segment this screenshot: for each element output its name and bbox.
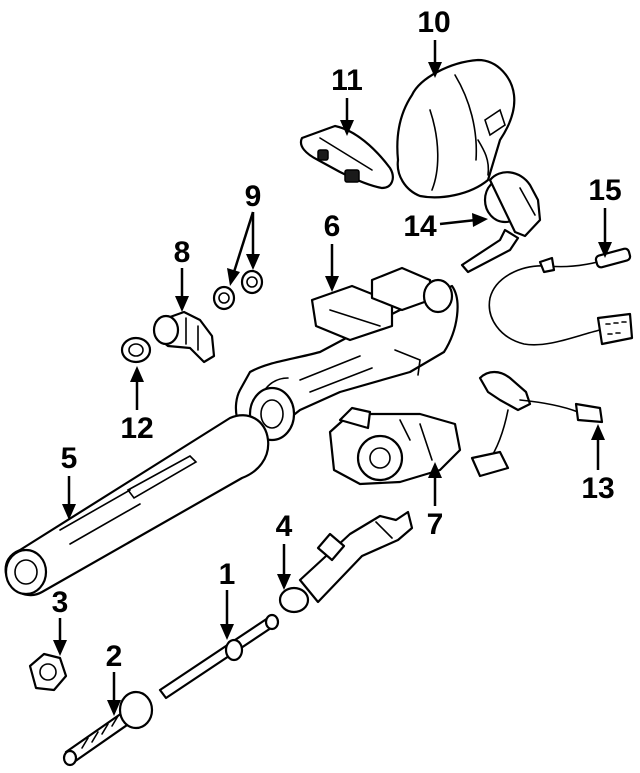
part-14-switch-lever bbox=[460, 171, 542, 274]
part-7-lock-housing bbox=[328, 406, 462, 486]
part-3-retainer bbox=[28, 652, 68, 692]
leader-lines bbox=[53, 40, 612, 716]
callout-15: 15 bbox=[588, 174, 621, 207]
callout-11: 11 bbox=[331, 64, 363, 97]
part-6-column-housing bbox=[234, 266, 459, 442]
part-5-column-jacket bbox=[4, 414, 270, 597]
callout-7: 7 bbox=[427, 508, 444, 541]
part-9-bearings bbox=[212, 269, 264, 311]
callout-1: 1 bbox=[219, 558, 236, 591]
part-15-wiring-harness bbox=[488, 247, 634, 346]
part-8-coupler bbox=[152, 310, 216, 364]
part-10-column-cover bbox=[396, 58, 516, 199]
callout-2: 2 bbox=[106, 640, 123, 673]
part-11-trim-bracket bbox=[299, 124, 394, 190]
callout-8: 8 bbox=[174, 236, 191, 269]
callout-10: 10 bbox=[417, 6, 450, 39]
callout-5: 5 bbox=[61, 442, 78, 475]
callout-4: 4 bbox=[276, 510, 293, 543]
part-13-signal-switch bbox=[470, 370, 604, 478]
callout-3: 3 bbox=[52, 586, 69, 619]
callout-9: 9 bbox=[245, 180, 262, 213]
callout-14: 14 bbox=[403, 210, 437, 243]
part-12-bushing bbox=[120, 336, 152, 364]
callout-12: 12 bbox=[120, 412, 153, 445]
part-1-steering-shaft bbox=[158, 613, 280, 700]
part-2-intermediate-shaft bbox=[62, 690, 154, 767]
part-4-linkage bbox=[278, 510, 414, 614]
callout-13: 13 bbox=[581, 472, 614, 505]
callout-6: 6 bbox=[324, 210, 341, 243]
